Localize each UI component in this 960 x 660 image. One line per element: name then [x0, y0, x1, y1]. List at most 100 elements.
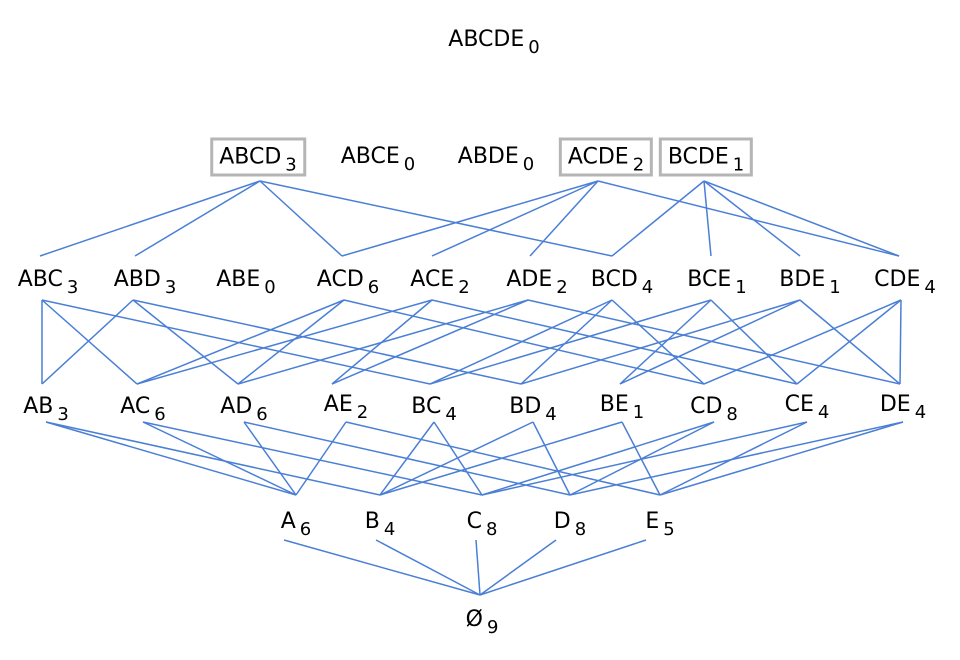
edge-bcde-bcd	[611, 180, 705, 257]
itemset-label: BE	[599, 392, 629, 417]
edge-ab-b	[45, 421, 381, 496]
itemset-label: AD	[220, 394, 253, 419]
support-count: 8	[485, 519, 498, 540]
support-count: 2	[458, 277, 470, 298]
edge-de-e	[659, 421, 904, 496]
edge-abd-bd	[132, 299, 522, 385]
itemset-label: ABCE	[340, 144, 400, 169]
support-count: 8	[574, 519, 587, 540]
support-count: 0	[528, 37, 540, 58]
itemset-label: ADE	[506, 267, 553, 292]
support-count: 0	[403, 154, 416, 175]
support-count: 6	[367, 277, 380, 298]
edge-bd-b	[379, 421, 534, 496]
support-count: 4	[383, 519, 396, 540]
support-count: 2	[632, 154, 645, 176]
support-count: 4	[545, 404, 557, 425]
edge-acde-ade	[529, 180, 599, 257]
edge-abd-ab	[41, 299, 134, 385]
edge-acde-cde	[597, 180, 900, 257]
support-count: 8	[726, 404, 738, 425]
itemset-label: E	[645, 509, 660, 534]
edge-cde-ce	[796, 299, 902, 385]
itemset-label: AB	[23, 394, 54, 419]
edge-cde-cd	[703, 299, 902, 385]
support-count: 4	[924, 277, 936, 298]
edge-b-empty	[375, 539, 481, 596]
edge-bde-bd	[520, 299, 801, 385]
itemset-label: BD	[509, 394, 542, 419]
support-count: 9	[486, 617, 499, 638]
edge-abcd-abd	[134, 180, 261, 257]
itemset-label: DE	[879, 392, 911, 417]
edge-ce-c	[481, 421, 808, 496]
edge-ab-a	[45, 421, 297, 496]
support-count: 1	[732, 154, 745, 176]
edge-bce-be	[619, 299, 712, 385]
edge-bcd-bd	[520, 299, 613, 385]
edge-ace-ac	[136, 299, 433, 385]
itemset-label: ABCD	[219, 144, 282, 170]
edge-bcd-bc	[429, 299, 613, 385]
edge-acde-acd	[341, 180, 599, 257]
support-count: 5	[663, 519, 675, 540]
edge-ade-de	[527, 299, 901, 385]
itemset-label: AE	[323, 392, 353, 417]
itemset-label: ABCDE	[448, 27, 525, 52]
edge-bd-d	[532, 421, 571, 496]
edge-ae-a	[295, 421, 347, 496]
support-count: 4	[445, 404, 457, 425]
support-count: 6	[256, 404, 268, 425]
edge-acd-ad	[237, 299, 345, 385]
itemset-label: ABE	[216, 267, 261, 292]
itemset-label: BC	[411, 394, 442, 419]
itemset-label: Ø	[465, 607, 483, 632]
edge-be-b	[379, 421, 623, 496]
itemset-label: B	[364, 509, 380, 534]
itemset-label: CDE	[874, 267, 921, 292]
edge-acde-ace	[431, 180, 599, 257]
itemset-label: BCDE	[667, 144, 729, 170]
edge-cd-c	[481, 421, 715, 496]
support-count: 4	[817, 402, 830, 423]
edge-acd-cd	[343, 299, 705, 385]
support-count: 3	[66, 277, 79, 298]
itemset-label: ACDE	[567, 144, 629, 170]
itemset-label: ABC	[17, 267, 63, 292]
edge-abcd-abc	[39, 180, 261, 257]
itemset-label: D	[553, 509, 571, 534]
support-count: 1	[735, 277, 747, 298]
support-count: 1	[632, 402, 645, 423]
itemset-label: ACE	[410, 267, 455, 292]
edge-a-empty	[283, 539, 481, 596]
support-count: 4	[641, 277, 654, 298]
edge-bcde-bce	[703, 180, 712, 257]
edge-abc-ac	[41, 299, 138, 385]
edge-d-empty	[479, 539, 557, 596]
itemset-label: A	[280, 509, 296, 534]
edge-abcd-acd	[259, 180, 343, 257]
support-count: 6	[299, 519, 312, 540]
support-count: 1	[829, 277, 841, 298]
